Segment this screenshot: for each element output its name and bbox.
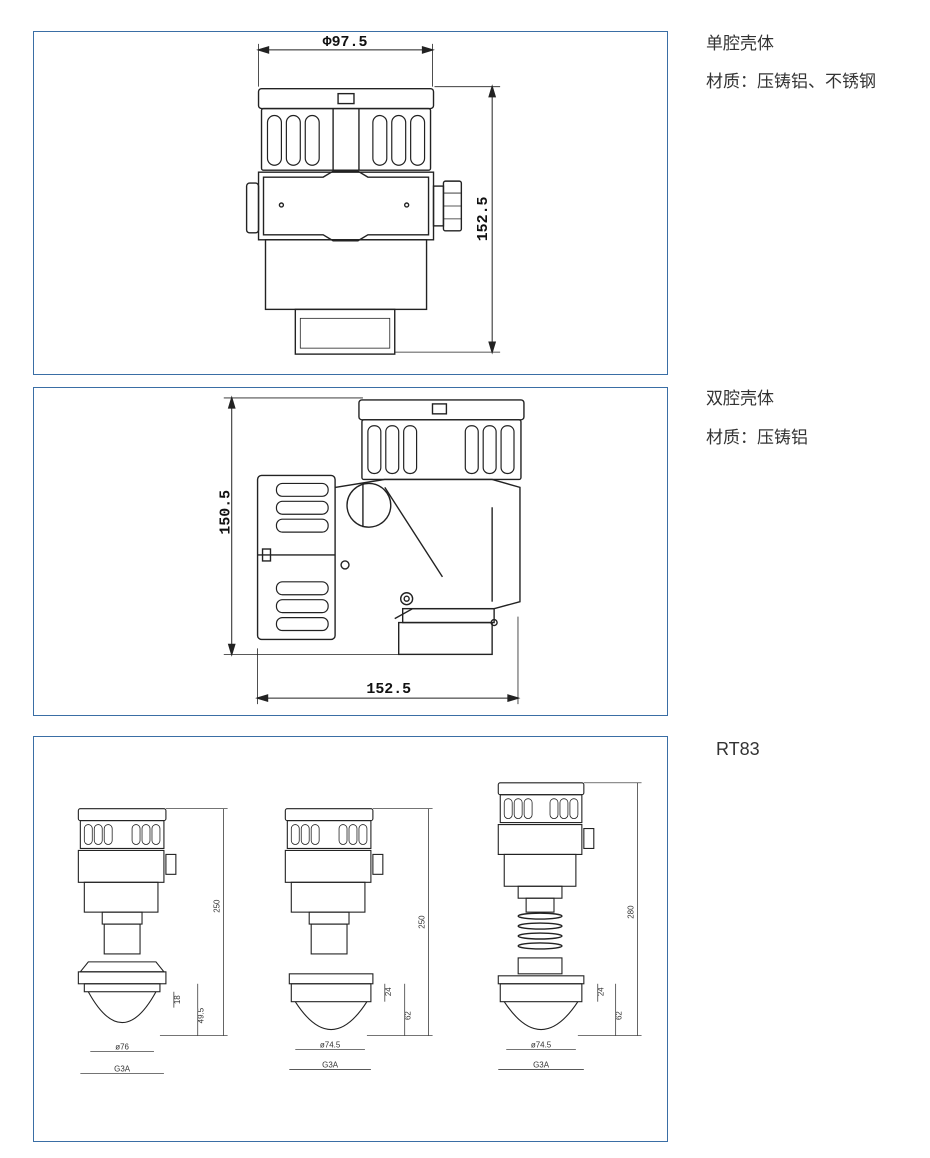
dual-chamber-svg: 150.5	[219, 395, 525, 705]
height-label: 152.5	[476, 196, 492, 241]
rt83-middle-variant: 250 24 62 ø74.5 G3A	[284, 808, 433, 1070]
caption-model: RT83	[716, 739, 760, 759]
dual-height-label: 150.5	[219, 490, 235, 535]
caption-dual-title: 双腔壳体	[706, 389, 774, 409]
rt83-right-variant: 280 24 62 ø74.5 G3A	[497, 782, 642, 1070]
right-dia: ø74.5	[531, 1040, 552, 1049]
left-d1: 18	[173, 995, 182, 1004]
middle-d2: 62	[404, 1011, 413, 1020]
caption-dual-material: 材质：压铸铝	[706, 428, 808, 448]
left-dia: ø76	[115, 1042, 129, 1051]
rt83-svg: 250 18 49.5 ø76 G3A	[77, 782, 642, 1074]
rt83-drawing: 250 18 49.5 ø76 G3A	[33, 736, 668, 1142]
left-height: 250	[213, 899, 222, 913]
caption-single-material: 材质：压铸铝、不锈钢	[706, 72, 876, 92]
right-d1: 24	[597, 987, 606, 996]
single-chamber-svg: Φ97.5	[245, 35, 501, 355]
left-d2: 49.5	[197, 1007, 206, 1023]
left-thread: G3A	[114, 1064, 131, 1073]
middle-height: 250	[418, 915, 427, 929]
caption-single-title: 单腔壳体	[706, 34, 774, 54]
diameter-label: Φ97.5	[323, 35, 368, 51]
single-chamber-drawing: Φ97.5	[33, 31, 668, 375]
right-d2: 62	[615, 1011, 624, 1020]
middle-dia: ø74.5	[320, 1040, 341, 1049]
middle-thread: G3A	[322, 1060, 339, 1069]
right-thread: G3A	[533, 1060, 550, 1069]
rt83-left-variant: 250 18 49.5 ø76 G3A	[77, 808, 228, 1074]
right-height: 280	[627, 905, 636, 919]
middle-d1: 24	[384, 987, 393, 996]
dual-chamber-drawing: 150.5	[33, 387, 668, 716]
dual-width-label: 152.5	[366, 682, 411, 698]
